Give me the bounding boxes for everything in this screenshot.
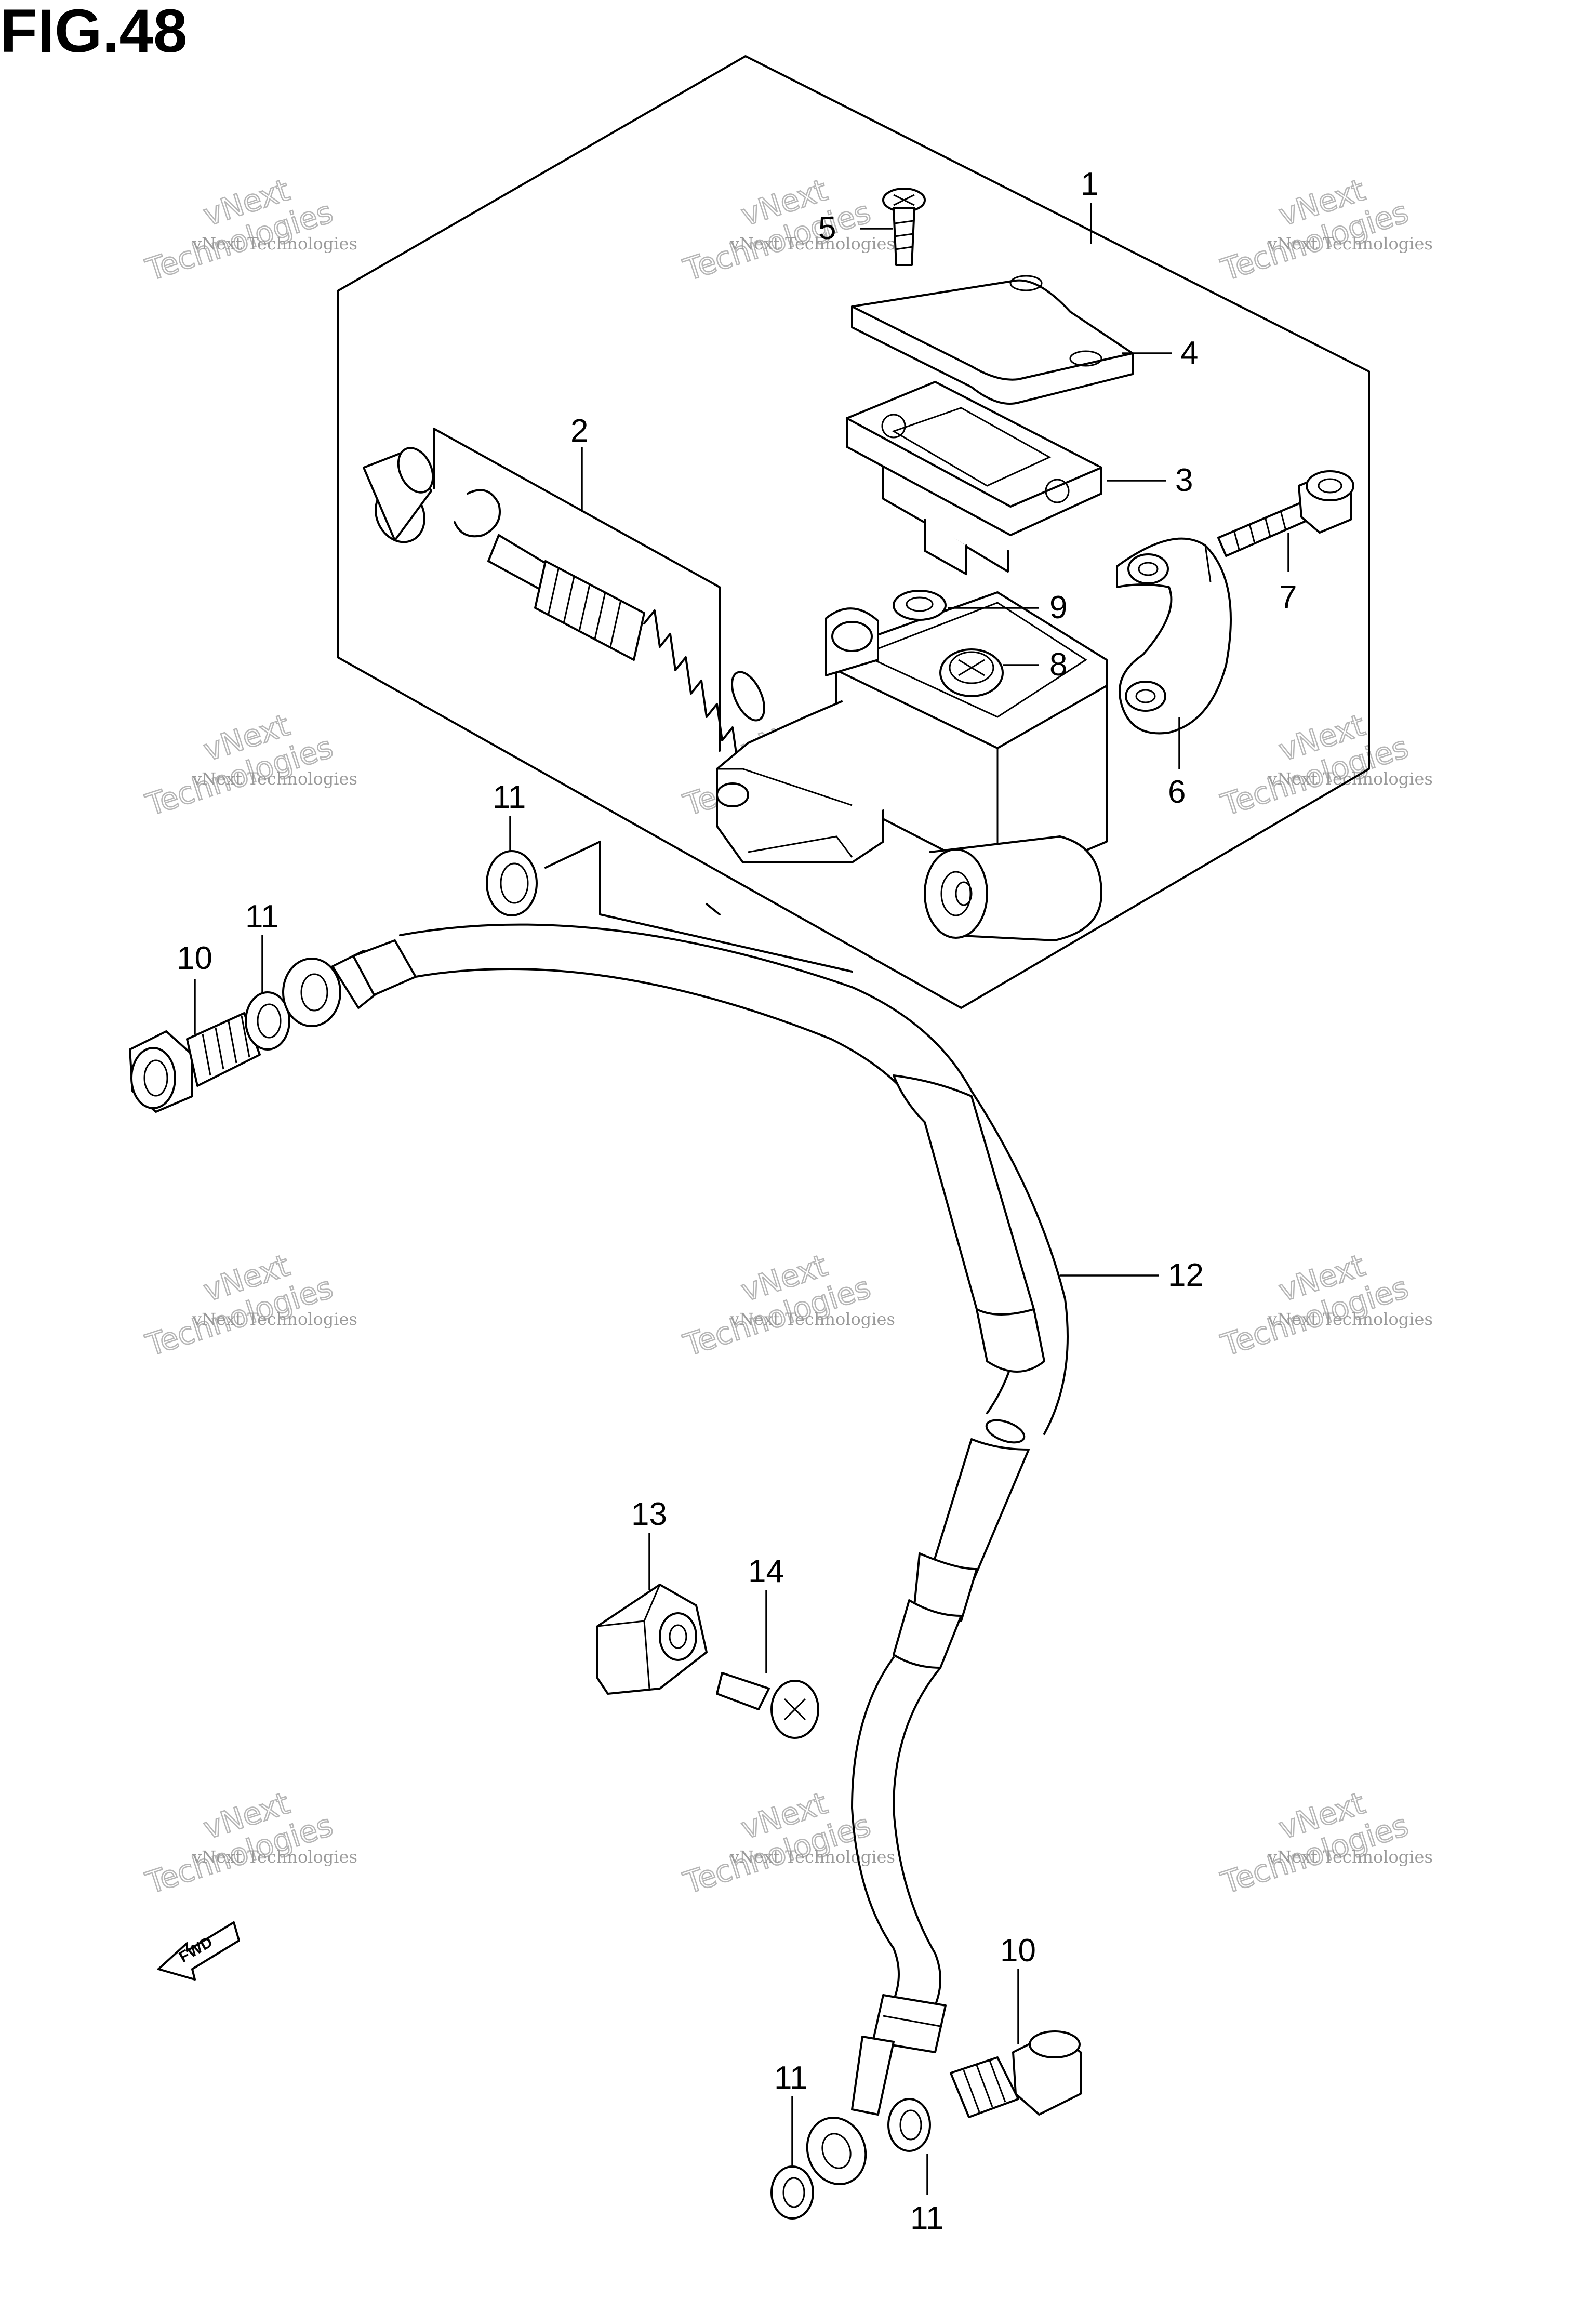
callout-4: 4 — [1180, 335, 1198, 371]
clamp-bolt-drawing — [1217, 470, 1354, 557]
gasket-upper-right-drawing — [486, 841, 853, 973]
brake-hose-drawing — [399, 923, 1069, 2185]
watermark-vnext-technologies: vNext Technologies — [192, 234, 357, 254]
callout-1: 1 — [1081, 166, 1098, 202]
leader-lines — [194, 203, 1289, 2195]
lower-union-bolt-drawing — [950, 2030, 1082, 2118]
callout-11-upper-left: 11 — [245, 899, 278, 935]
callout-11-upper-right: 11 — [493, 779, 526, 815]
watermark-vnext-technologies: vNext Technologies — [192, 769, 357, 789]
callout-labels: 1 2 3 4 5 6 7 8 9 10 10 11 11 11 11 12 1… — [177, 166, 1297, 2236]
watermark-vnext-technologies: vNext Technologies — [729, 1847, 895, 1867]
watermark-vnext-technologies: vNext Technologies — [1267, 1309, 1433, 1329]
callout-14: 14 — [748, 1553, 784, 1589]
holder-clamp-drawing — [1116, 537, 1232, 735]
callout-6: 6 — [1168, 774, 1186, 810]
clamp-screw-drawing — [716, 1672, 819, 1739]
watermark-vnext-technologies: vNext Technologies — [1267, 234, 1433, 254]
master-cylinder-body-drawing — [716, 590, 1108, 941]
piston-set-drawing — [363, 428, 786, 830]
callout-12: 12 — [1168, 1257, 1204, 1293]
watermark-vnext-technologies: vNext Technologies — [1267, 1847, 1433, 1867]
lower-gaskets-drawing — [770, 2098, 931, 2220]
diaphragm-drawing — [846, 381, 1102, 575]
upper-banjo-fitting-drawing — [129, 939, 417, 1113]
callout-9: 9 — [1049, 590, 1067, 626]
callout-11-lower-right: 11 — [910, 2200, 943, 2236]
figure-title: FIG.48 — [0, 0, 188, 65]
watermark-vnext-technologies: vNext Technologies — [192, 1847, 357, 1867]
callout-11-lower-left: 11 — [774, 2060, 807, 2096]
watermark-vnext-technologies: vNext Technologies — [192, 1309, 357, 1329]
hose-clamp-drawing — [596, 1584, 708, 1695]
callout-7: 7 — [1279, 579, 1297, 615]
callout-5: 5 — [818, 210, 836, 246]
callout-8: 8 — [1049, 647, 1067, 683]
watermark-vnext-technologies: vNext Technologies — [729, 1309, 895, 1329]
callout-10-upper: 10 — [177, 940, 212, 976]
watermark-vnext-technologies: vNext Technologies — [729, 234, 895, 254]
assembly-boundary — [337, 55, 1370, 1009]
callout-13: 13 — [631, 1496, 667, 1532]
callout-10-lower: 10 — [1000, 1933, 1036, 1969]
watermark-vnext-technologies: vNext Technologies — [1267, 769, 1433, 789]
callout-2: 2 — [570, 413, 588, 449]
fwd-direction-badge: FWD — [157, 1921, 240, 1981]
callout-3: 3 — [1175, 462, 1193, 498]
cap-screw-drawing — [882, 188, 926, 266]
reservoir-cap-drawing — [851, 275, 1134, 405]
